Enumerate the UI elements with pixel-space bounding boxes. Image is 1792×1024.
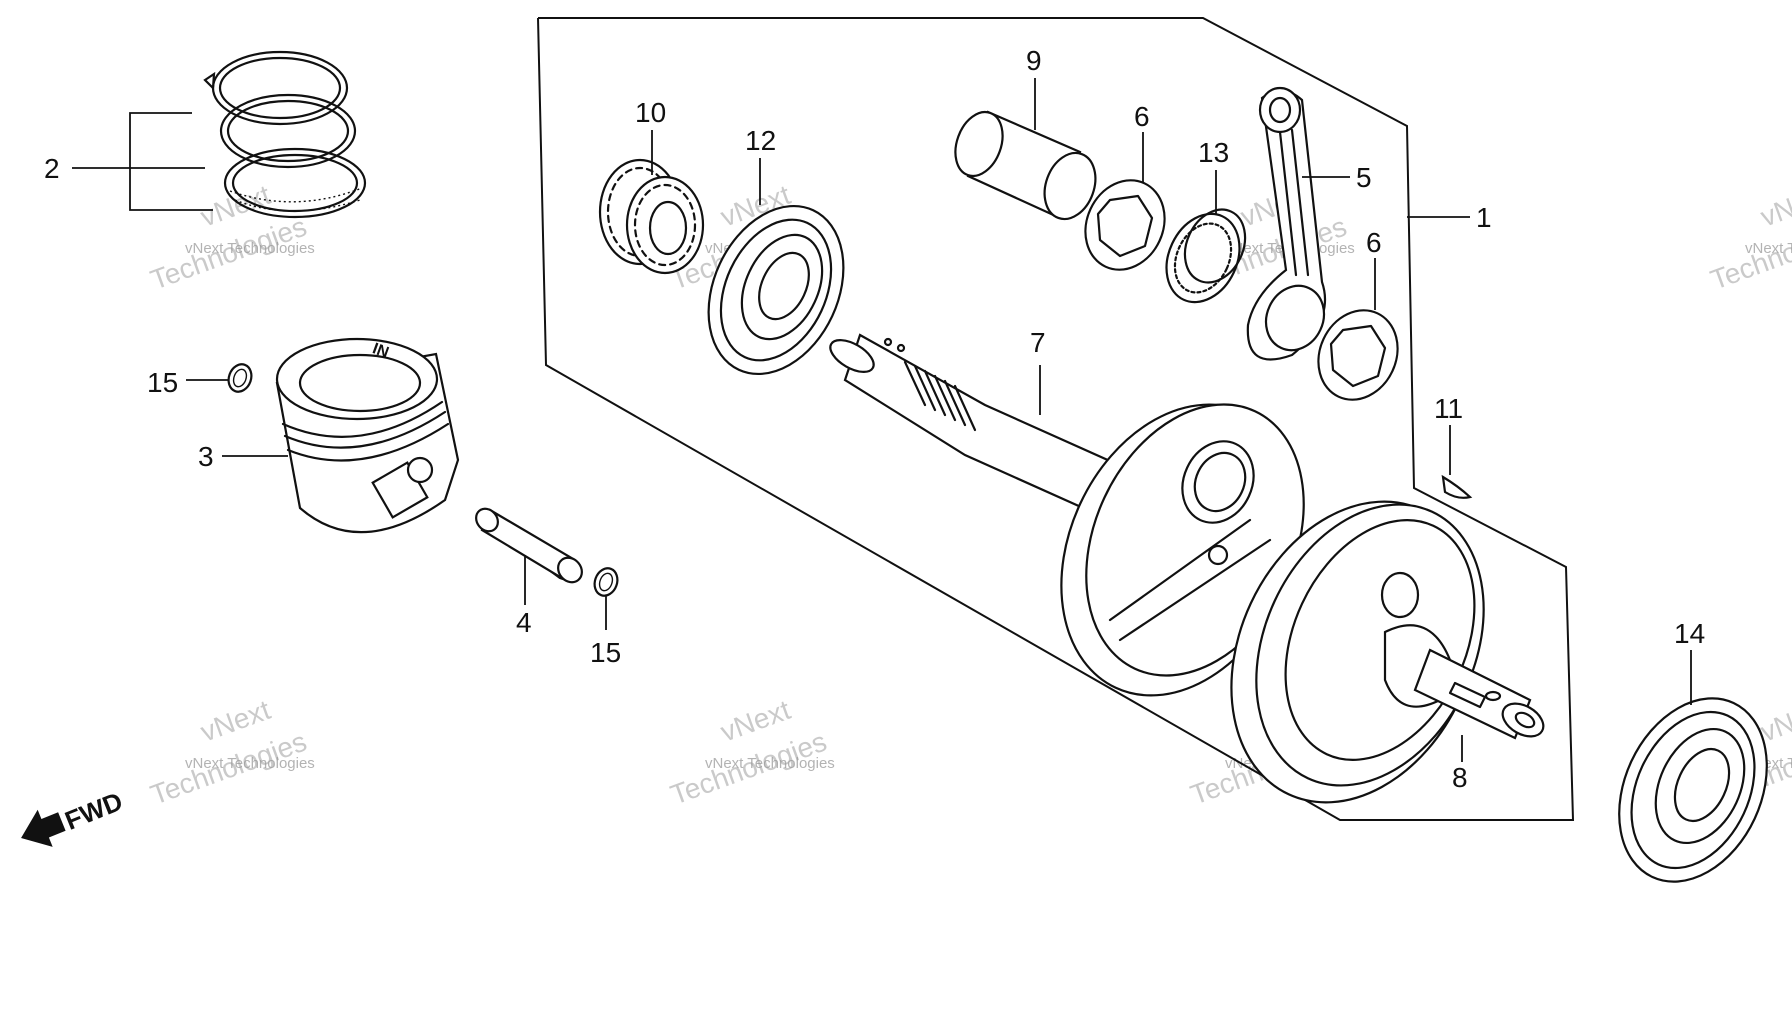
watermark-label: vNext Technologies	[705, 755, 835, 772]
callout-12: 12	[745, 125, 776, 156]
watermark: vNext Technologies vNext Technologies	[666, 694, 834, 811]
needle-bearing	[1165, 208, 1247, 304]
callout-1: 1	[1476, 202, 1492, 233]
piston-pin-clip	[593, 567, 619, 597]
watermark: vNext Technologies vNext Technologies	[1706, 179, 1792, 296]
callout-4: 4	[516, 607, 532, 638]
fwd-label: FWD	[61, 786, 127, 836]
piston-pin-clip	[227, 363, 253, 393]
watermark: vNext Technologies vNext Technologies	[146, 694, 314, 811]
piston-rings	[203, 50, 367, 219]
piston-pin	[475, 507, 583, 584]
callout-14: 14	[1674, 618, 1705, 649]
callout-6: 6	[1134, 101, 1150, 132]
watermark-label: vNext Technologies	[185, 755, 315, 772]
callout-10: 10	[635, 97, 666, 128]
piston: IN	[275, 337, 460, 534]
leader-line	[129, 112, 213, 211]
fwd-arrow-icon: FWD	[21, 786, 127, 847]
woodruff-key	[1441, 474, 1473, 499]
crankshaft-right	[1230, 500, 1545, 804]
piston-marking: IN	[370, 340, 391, 361]
callout-11: 11	[1434, 393, 1463, 424]
crank-bearing-right	[1618, 697, 1768, 883]
callout-6: 6	[1366, 227, 1382, 258]
callout-7: 7	[1030, 327, 1046, 358]
callout-15: 15	[590, 637, 621, 668]
callout-2: 2	[44, 153, 60, 184]
callouts: 1 2 3 4 5 6 6 7 8 9 10 11 12 13 14 15 15	[44, 45, 1705, 793]
watermark-vnext: vNext	[1756, 179, 1792, 233]
timing-sprocket	[598, 158, 705, 275]
crank-pin	[954, 110, 1097, 221]
assembly-boundary	[537, 17, 1575, 821]
callout-8: 8	[1452, 762, 1468, 793]
callout-13: 13	[1198, 137, 1229, 168]
watermark-label: vNext Technologies	[1745, 240, 1792, 257]
crank-bearing-left	[707, 204, 845, 376]
callout-15: 15	[147, 367, 178, 398]
callout-9: 9	[1026, 45, 1042, 76]
thrust-washer	[1084, 179, 1166, 271]
connecting-rod	[1246, 86, 1327, 361]
callout-5: 5	[1356, 162, 1372, 193]
callout-3: 3	[198, 441, 214, 472]
thrust-washer	[1317, 309, 1399, 401]
watermark-label: vNext Technologies	[185, 240, 315, 257]
